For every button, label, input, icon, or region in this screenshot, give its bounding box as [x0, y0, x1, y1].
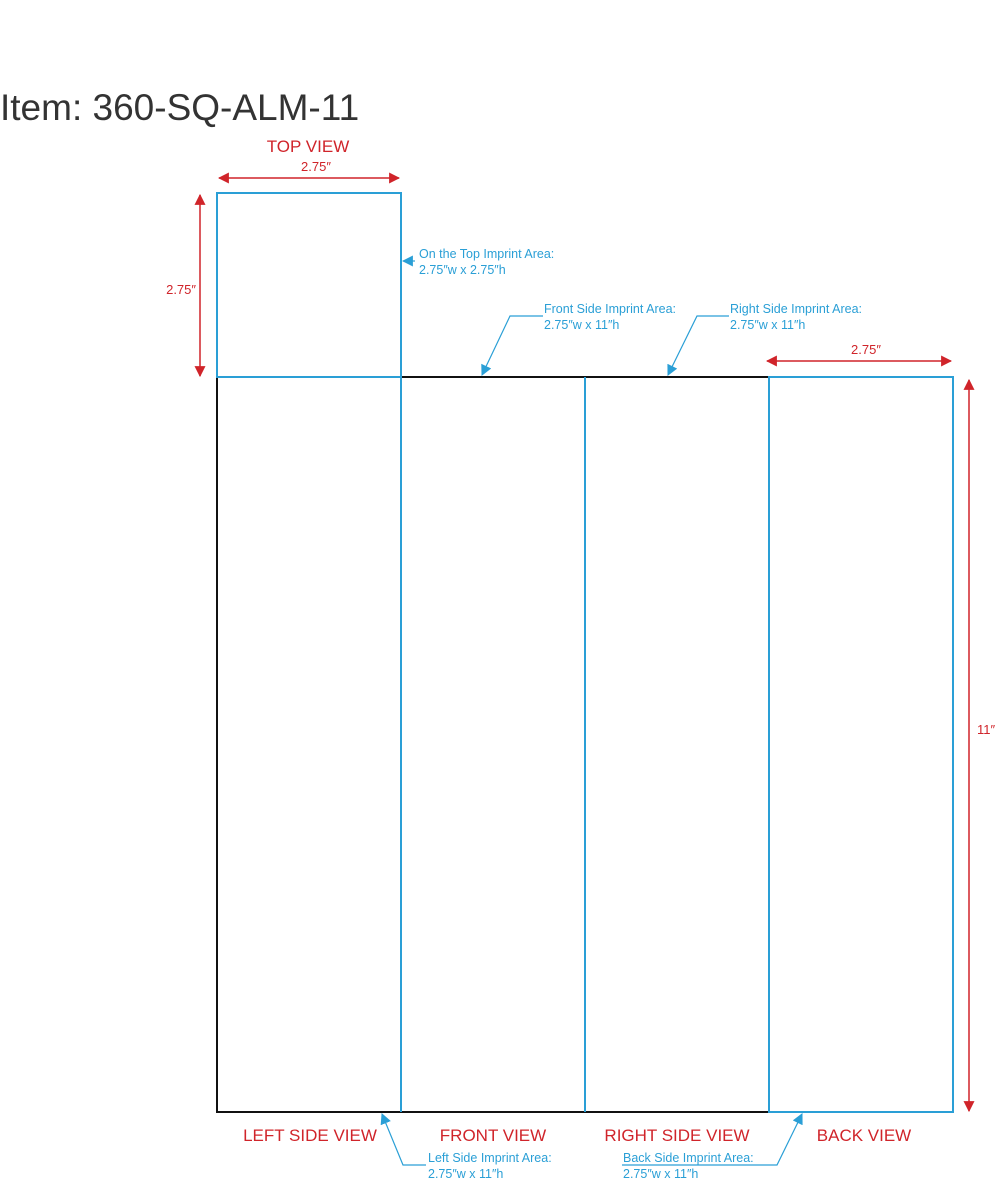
front-imprint-leader: [481, 315, 543, 376]
back-imprint-leader: [622, 1113, 803, 1166]
right-imprint-label: Right Side Imprint Area:: [730, 302, 862, 316]
overall-height-dimension-label: 11″: [977, 722, 995, 737]
right-imprint-size: 2.75″w x 11″h: [730, 318, 805, 332]
left-imprint-label: Left Side Imprint Area:: [428, 1151, 552, 1165]
back-imprint-panel: [768, 376, 954, 1113]
back-view-label: BACK VIEW: [817, 1126, 911, 1145]
back-imprint-label: Back Side Imprint Area:: [623, 1151, 754, 1165]
item-title: Item: 360-SQ-ALM-11: [0, 87, 359, 128]
right-imprint-leader: [667, 315, 729, 376]
left-imprint-size: 2.75″w x 11″h: [428, 1167, 503, 1181]
top-view-label: TOP VIEW: [267, 137, 350, 156]
front-imprint-label: Front Side Imprint Area:: [544, 302, 676, 316]
back-width-dimension-label: 2.75″: [851, 342, 881, 357]
left-imprint-leader: [380, 1112, 426, 1166]
front-view-label: FRONT VIEW: [440, 1126, 546, 1145]
top-imprint-panel: [216, 192, 402, 378]
top-height-dimension-label: 2.75″: [166, 282, 196, 297]
top-imprint-label: On the Top Imprint Area:: [419, 247, 554, 261]
back-imprint-size: 2.75″w x 11″h: [623, 1167, 698, 1181]
top-imprint-size: 2.75″w x 2.75″h: [419, 263, 506, 277]
front-imprint-size: 2.75″w x 11″h: [544, 318, 619, 332]
left-side-view-label: LEFT SIDE VIEW: [243, 1126, 377, 1145]
top-width-dimension-label: 2.75″: [301, 159, 331, 174]
right-side-view-label: RIGHT SIDE VIEW: [604, 1126, 749, 1145]
